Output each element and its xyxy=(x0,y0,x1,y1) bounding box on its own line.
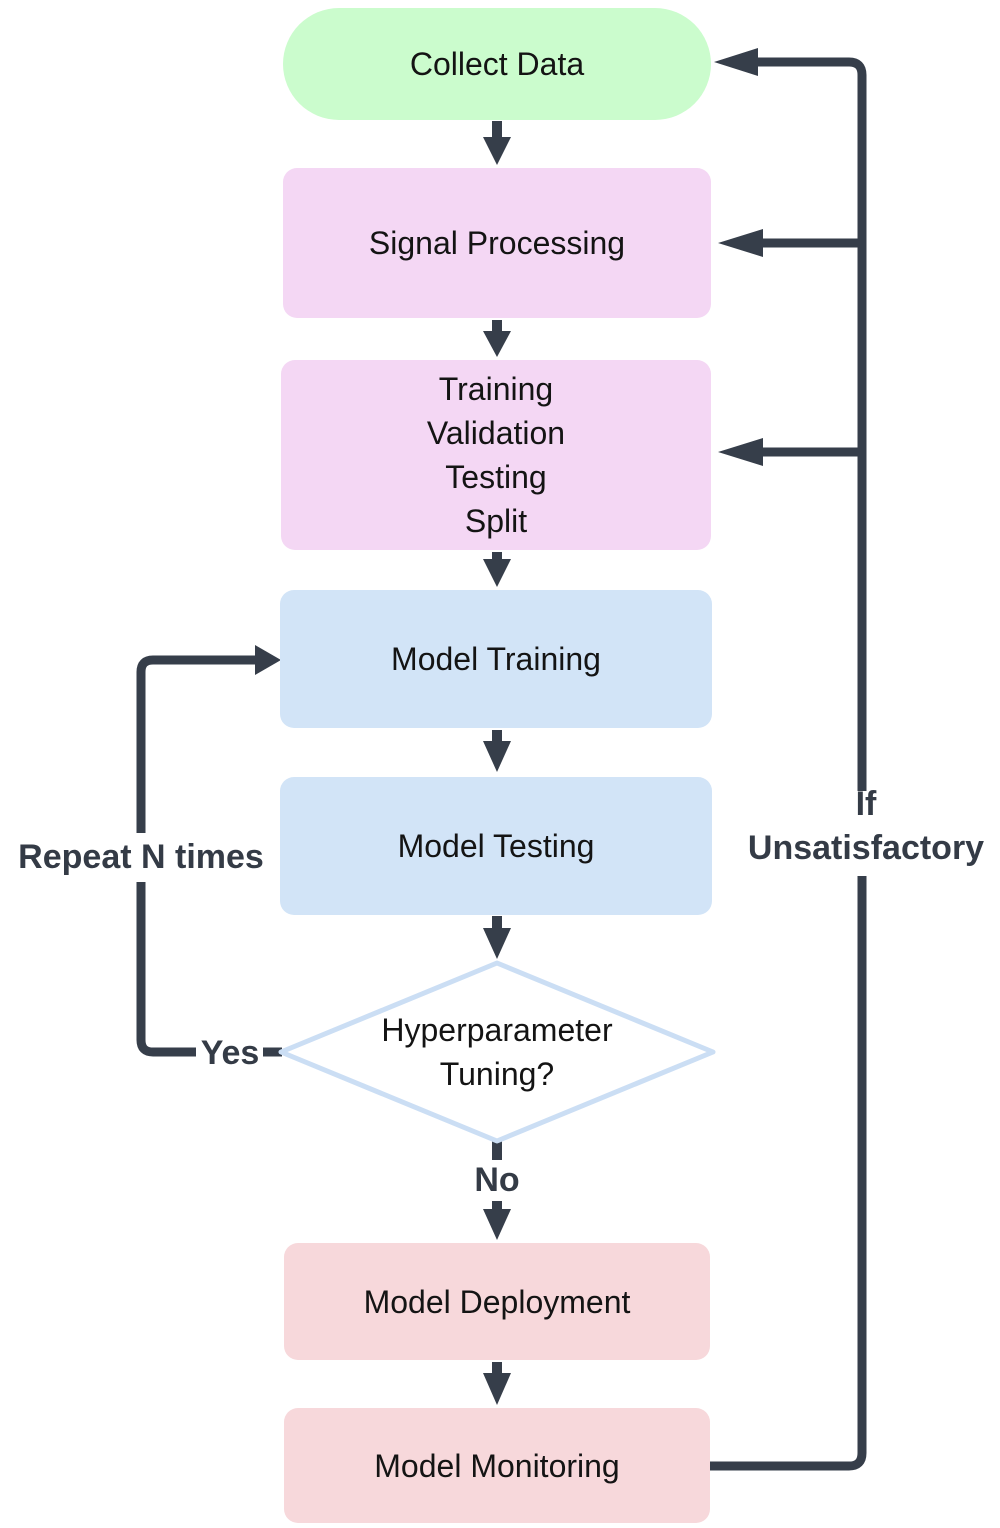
right-feedback-path xyxy=(710,48,867,1471)
node-model-monitoring: Model Monitoring xyxy=(284,1408,710,1523)
node-signal-processing: Signal Processing xyxy=(283,168,711,318)
label-if-line: If xyxy=(855,785,877,823)
node-hyperparameter-tuning-decision: Hyperparameter Tuning? xyxy=(282,964,712,1140)
node-model-training: Model Training xyxy=(280,590,712,728)
tvt-line-training: Training xyxy=(438,371,554,407)
node-model-monitoring-label: Model Monitoring xyxy=(374,1447,620,1484)
arrow-split-to-training xyxy=(483,552,511,587)
node-model-training-label: Model Training xyxy=(391,641,601,677)
node-model-testing-label: Model Testing xyxy=(397,828,595,864)
node-train-validation-test-split: Training Validation Testing Split xyxy=(281,360,711,550)
label-unsatisfactory-line: Unsatisfactory xyxy=(747,829,985,867)
left-loop-path xyxy=(136,645,282,1057)
arrow-training-to-testing xyxy=(483,730,511,772)
decision-diamond-shape xyxy=(278,960,716,1144)
label-if-unsatisfactory: If Unsatisfactory xyxy=(716,782,1000,870)
node-collect-data: Collect Data xyxy=(283,8,711,120)
decision-line-1: Hyperparameter xyxy=(381,1012,613,1048)
arrow-deployment-to-monitoring xyxy=(483,1362,511,1405)
tvt-line-split: Split xyxy=(464,503,528,539)
node-collect-data-label: Collect Data xyxy=(409,46,585,82)
arrow-signal-to-split xyxy=(483,320,511,357)
label-no: No xyxy=(474,1161,520,1199)
node-signal-processing-label: Signal Processing xyxy=(368,225,626,261)
label-yes: Yes xyxy=(200,1034,260,1072)
node-model-deployment: Model Deployment xyxy=(284,1243,710,1360)
arrow-testing-to-decision xyxy=(483,916,511,959)
decision-line-2: Tuning? xyxy=(439,1056,555,1092)
arrow-decision-no-to-deployment xyxy=(483,1141,511,1240)
tvt-line-validation: Validation xyxy=(426,415,566,451)
node-model-deployment-label: Model Deployment xyxy=(363,1283,631,1320)
label-repeat-n-times: Repeat N times xyxy=(18,838,264,876)
arrow-collect-to-signal xyxy=(483,121,511,165)
node-model-testing: Model Testing xyxy=(280,777,712,915)
tvt-line-testing: Testing xyxy=(445,459,547,495)
